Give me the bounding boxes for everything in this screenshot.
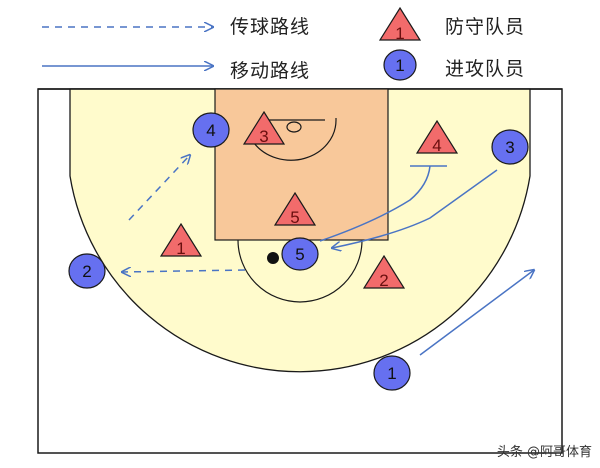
attacker-5: 5 [281, 237, 319, 271]
svg-text:2: 2 [82, 262, 91, 281]
legend-move-line-label: 移动路线 [230, 60, 311, 82]
restricted-arc [253, 119, 337, 161]
svg-text:1: 1 [176, 239, 185, 258]
attacker-4: 4 [192, 112, 230, 148]
watermark: 头条 @阿哥体育 [496, 445, 592, 460]
defender-4: 4 [415, 119, 459, 155]
move-line-attacker3 [332, 169, 498, 248]
ball [267, 252, 279, 264]
pass-line-to-4 [128, 155, 190, 221]
svg-text:5: 5 [295, 245, 304, 264]
svg-text:1: 1 [395, 56, 404, 75]
attacker-1: 1 [373, 355, 411, 391]
move-line-attacker1 [419, 270, 534, 356]
legend-defender-icon: 1 [378, 6, 422, 43]
svg-text:4: 4 [206, 121, 215, 140]
svg-text:4: 4 [432, 136, 441, 155]
defender-1: 1 [159, 222, 203, 258]
free-throw-circle [237, 239, 363, 303]
svg-text:1: 1 [387, 364, 396, 383]
svg-text:5: 5 [290, 208, 299, 227]
attacker-3: 3 [491, 129, 529, 165]
attacker-2: 2 [68, 253, 106, 289]
legend-attacker-label: 进攻队员 [445, 58, 526, 80]
defender-2: 2 [362, 254, 406, 290]
svg-text:3: 3 [259, 127, 268, 146]
legend-pass-line-label: 传球路线 [230, 16, 311, 38]
defender-5: 5 [273, 191, 317, 227]
svg-text:2: 2 [379, 271, 388, 290]
legend-defender-label: 防守队员 [445, 16, 526, 38]
screen-line-attacker5 [319, 165, 431, 242]
defender-3: 3 [242, 110, 286, 146]
legend-attacker-icon: 1 [383, 49, 417, 81]
svg-text:1: 1 [395, 24, 404, 43]
rim [286, 121, 302, 133]
svg-text:3: 3 [505, 138, 514, 157]
